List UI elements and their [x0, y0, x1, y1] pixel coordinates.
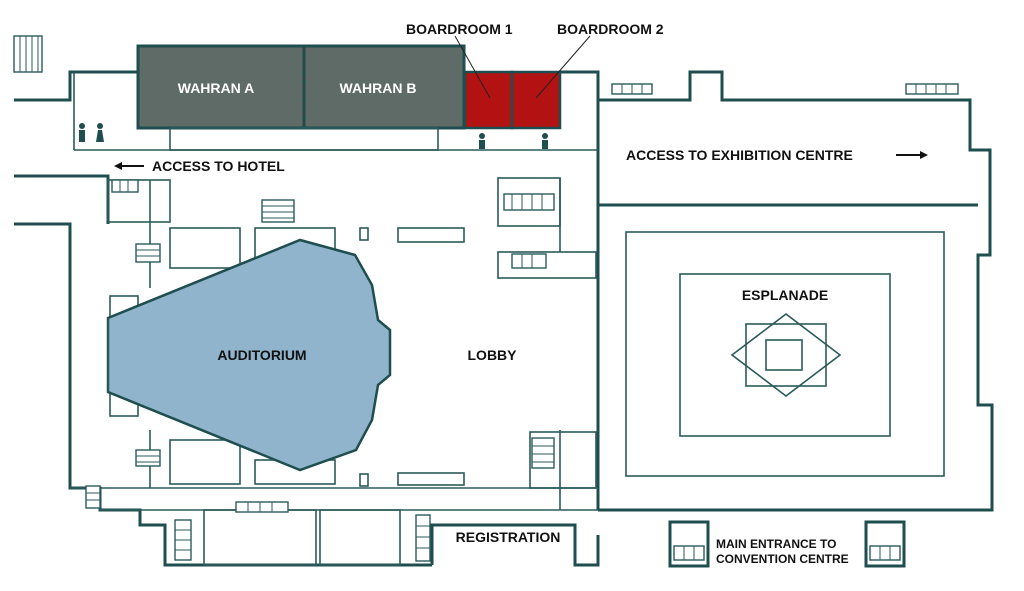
wahran-a-room [136, 44, 306, 130]
stairs-icon [174, 519, 192, 561]
person-icon [479, 133, 485, 149]
stairs-group [13, 35, 959, 562]
stairs-icon [261, 199, 295, 223]
boardroom-2-label: BOARDROOM 2 [557, 21, 664, 37]
arrow-right-icon [896, 151, 928, 159]
restroom-icon [79, 123, 104, 142]
stairs-icon [531, 437, 555, 469]
main-entrance-doors [668, 520, 906, 568]
boardroom-2-room [510, 70, 562, 130]
boardrooms [454, 35, 591, 130]
esplanade-area [625, 231, 945, 477]
auditorium-label: AUDITORIUM [217, 347, 306, 363]
wahran-a-label: WAHRAN A [178, 80, 254, 96]
stairs-icon [135, 243, 161, 263]
access-hotel-label: ACCESS TO HOTEL [152, 158, 285, 174]
arrow-left-icon [114, 162, 144, 170]
stairs-icon [503, 193, 555, 211]
auditorium-room [106, 238, 392, 472]
esplanade-label: ESPLANADE [742, 287, 828, 303]
boardroom-1-room [463, 70, 514, 130]
stairs-icon [85, 485, 101, 509]
registration-label: REGISTRATION [456, 529, 561, 545]
wahran-b-label: WAHRAN B [340, 80, 417, 96]
stairs-icon [511, 253, 547, 269]
stairs-icon [905, 83, 959, 95]
access-exhibition-label: ACCESS TO EXHIBITION CENTRE [626, 147, 853, 163]
stairs-icon [13, 35, 43, 73]
boardroom-1-label: BOARDROOM 1 [406, 21, 513, 37]
main-entrance-label-line2: CONVENTION CENTRE [716, 552, 849, 566]
wahran-rooms [136, 44, 466, 151]
person-icon [542, 133, 548, 149]
stairs-icon [235, 501, 289, 513]
stairs-icon [611, 83, 653, 95]
main-entrance-label-line1: MAIN ENTRANCE TO [716, 537, 836, 551]
stairs-icon [415, 514, 431, 562]
stairs-icon [111, 179, 139, 193]
lobby-label: LOBBY [468, 347, 518, 363]
stairs-icon [135, 449, 161, 467]
